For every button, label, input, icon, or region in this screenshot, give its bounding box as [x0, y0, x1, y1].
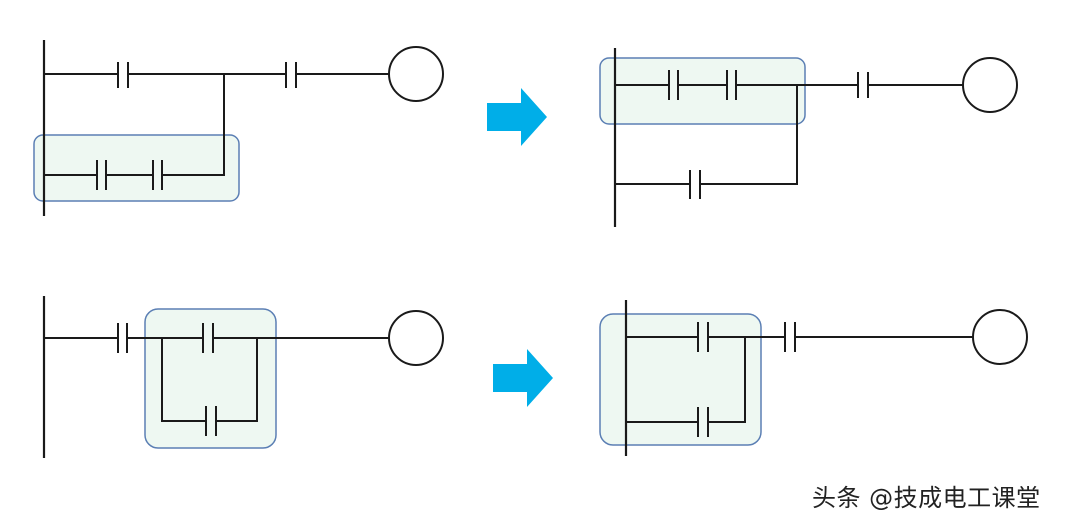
- panel-bottom-left-before: [42, 296, 444, 458]
- contact-icon: [117, 323, 128, 353]
- highlight-box: [599, 57, 806, 125]
- coil-icon: [388, 46, 444, 102]
- panel-bottom-right-after: [599, 300, 1028, 456]
- wire: [215, 337, 258, 422]
- watermark-text: 头条 @技成电工课堂: [812, 484, 1041, 512]
- contact-icon: [784, 322, 796, 352]
- right-arrow-icon: [487, 88, 547, 146]
- contact-icon: [117, 62, 129, 88]
- right-arrow-icon: [493, 349, 553, 407]
- coil-icon: [962, 57, 1018, 113]
- wire: [161, 337, 207, 422]
- wire: [707, 336, 746, 423]
- contact-icon: [857, 72, 869, 98]
- panel-top-left-before: [33, 40, 444, 216]
- highlight-box: [144, 308, 277, 449]
- contact-icon: [285, 62, 297, 88]
- highlight-box: [599, 313, 762, 446]
- coil-icon: [388, 310, 444, 366]
- contact-icon: [689, 170, 701, 199]
- panel-top-right-after: [599, 48, 1018, 227]
- highlight-box: [33, 134, 240, 202]
- coil-icon: [972, 309, 1028, 365]
